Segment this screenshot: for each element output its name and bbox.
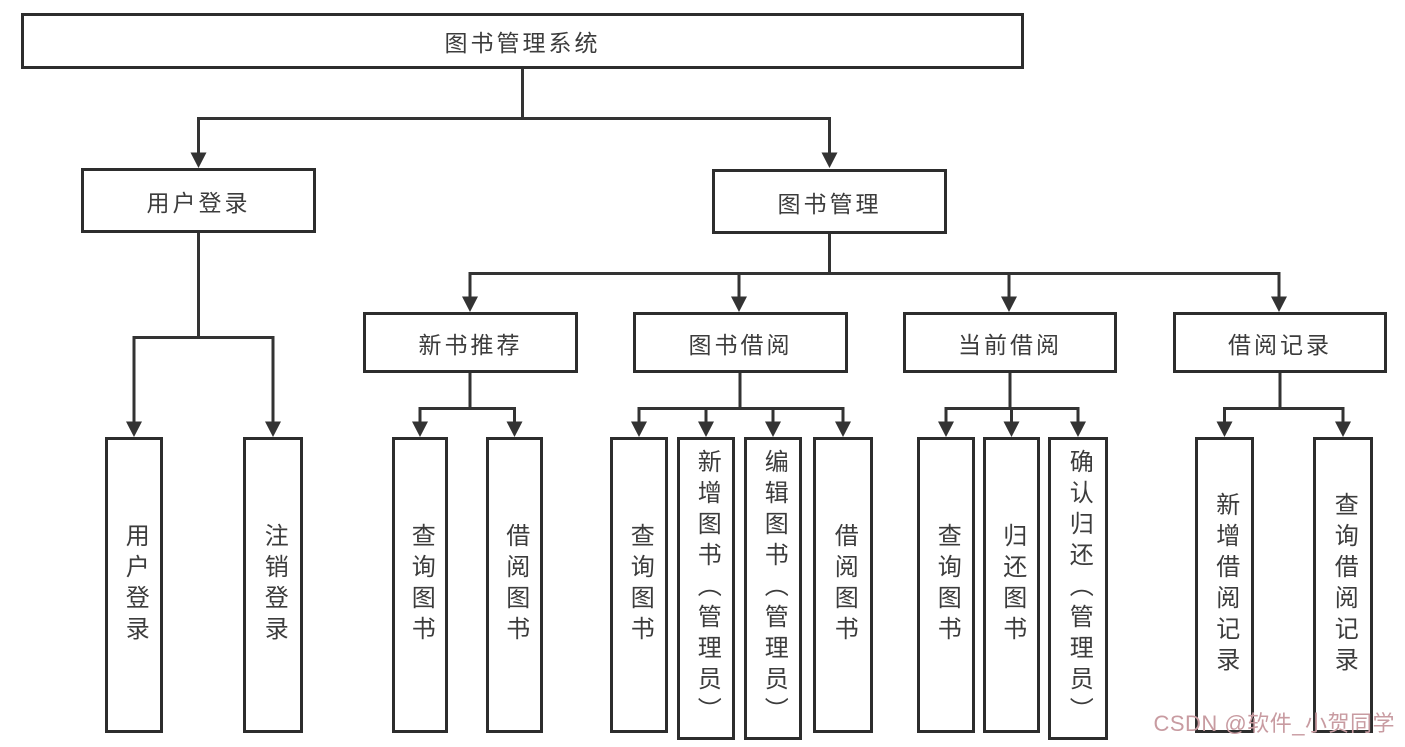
node-library-management-system: 图书管理系统 — [21, 13, 1024, 69]
leaf-label: 借阅图书 — [501, 523, 529, 647]
leaf-query-book-borrowing: 查询图书 — [610, 437, 668, 733]
leaf-label: 新增图书（管理员） — [693, 449, 721, 728]
node-user-login: 用户登录 — [81, 168, 316, 233]
leaf-edit-book-admin: 编辑图书（管理员） — [744, 437, 802, 740]
leaf-user-login: 用户登录 — [105, 437, 163, 733]
leaf-label: 查询图书 — [626, 523, 654, 647]
node-label: 借阅记录 — [1228, 331, 1332, 358]
leaf-label: 注销登录 — [260, 523, 288, 647]
leaf-label: 归还图书 — [998, 523, 1026, 647]
leaf-borrow-book-recommend: 借阅图书 — [486, 437, 543, 733]
leaf-return-book: 归还图书 — [983, 437, 1040, 733]
node-label: 图书管理 — [777, 190, 882, 217]
node-book-management: 图书管理 — [712, 169, 947, 234]
leaf-query-borrow-record: 查询借阅记录 — [1313, 437, 1373, 733]
leaf-label: 查询图书 — [933, 523, 961, 647]
leaf-add-borrow-record: 新增借阅记录 — [1195, 437, 1254, 733]
leaf-label: 查询借阅记录 — [1330, 492, 1358, 678]
node-borrow-records: 借阅记录 — [1173, 312, 1387, 373]
leaf-label: 确认归还（管理员） — [1065, 449, 1093, 728]
leaf-add-book-admin: 新增图书（管理员） — [677, 437, 735, 740]
leaf-label: 编辑图书（管理员） — [760, 449, 788, 728]
leaf-query-book-recommend: 查询图书 — [392, 437, 448, 733]
leaf-label: 查询图书 — [407, 523, 435, 647]
node-book-borrowing: 图书借阅 — [633, 312, 848, 373]
leaf-label: 新增借阅记录 — [1211, 492, 1239, 678]
leaf-borrow-book: 借阅图书 — [813, 437, 873, 733]
leaf-label: 借阅图书 — [830, 523, 858, 647]
node-label: 用户登录 — [146, 189, 251, 216]
node-label: 当前借阅 — [958, 331, 1062, 358]
leaf-query-book-current: 查询图书 — [917, 437, 975, 733]
node-new-book-recommend: 新书推荐 — [363, 312, 578, 373]
node-label: 图书借阅 — [688, 331, 793, 358]
leaf-label: 用户登录 — [121, 523, 149, 647]
node-current-borrowing: 当前借阅 — [903, 312, 1117, 373]
leaf-logout: 注销登录 — [243, 437, 303, 733]
node-label: 图书管理系统 — [444, 30, 601, 56]
leaf-confirm-return-admin: 确认归还（管理员） — [1048, 437, 1108, 740]
node-label: 新书推荐 — [418, 331, 523, 358]
